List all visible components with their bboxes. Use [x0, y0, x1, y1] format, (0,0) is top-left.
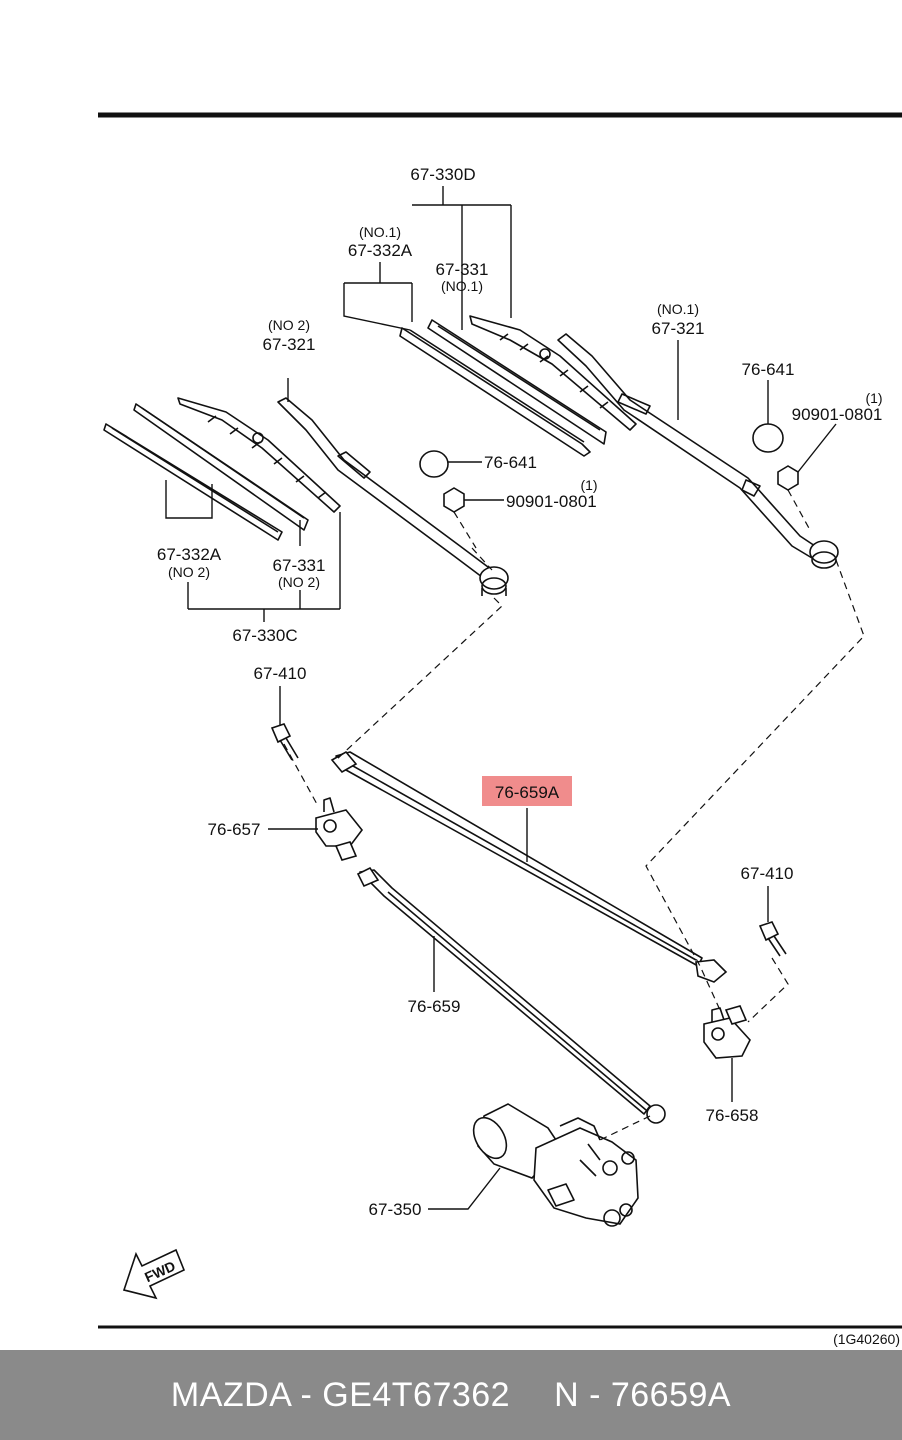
nut-90901-mid — [443, 487, 465, 513]
callout-no1-c: (NO.1) — [657, 301, 699, 317]
callout-67-410-left: 67-410 — [254, 664, 307, 683]
callout-q1-right: (1) — [865, 390, 882, 406]
brand-part-number: MAZDA - GE4T67362 — [170, 1375, 511, 1414]
callout-76-641-right: 76-641 — [742, 360, 795, 379]
callout-90901-mid: 90901-0801 — [506, 492, 597, 511]
callout-no1-a: (NO.1) — [359, 224, 401, 240]
reference-part-number: N - 76659A — [554, 1375, 732, 1414]
callout-76-641-mid: 76-641 — [484, 453, 537, 472]
leader-lines — [165, 186, 837, 1210]
bolt-67-410-left — [270, 723, 299, 761]
callout-67-321-left: 67-321 — [263, 335, 316, 354]
callout-no2-c: (NO 2) — [278, 574, 320, 590]
part-number-footer: MAZDA - GE4T67362 N - 76659A — [0, 1350, 902, 1440]
callout-67-350: 67-350 — [369, 1200, 422, 1219]
callout-76-657: 76-657 — [208, 820, 261, 839]
callout-labels: 67-330D (NO.1) 67-332A 67-331 (NO.1) (NO… — [157, 165, 883, 1219]
blade-assembly-no2 — [103, 397, 341, 541]
callout-90901-right: 90901-0801 — [792, 405, 883, 424]
fwd-arrow-icon: FWD — [122, 1248, 186, 1300]
callout-no2-a: (NO 2) — [268, 317, 310, 333]
callout-no2-b: (NO 2) — [168, 564, 210, 580]
nut-90901-right — [777, 465, 799, 491]
pivot-76-657 — [315, 797, 364, 861]
callout-67-331-left: 67-331 — [273, 556, 326, 575]
callout-76-659: 76-659 — [408, 997, 461, 1016]
link-rod-76-659 — [356, 866, 666, 1124]
reference-code: (1G40260) — [833, 1331, 900, 1347]
callout-67-332A-top: 67-332A — [348, 241, 413, 260]
wiper-arm-no1 — [557, 333, 839, 569]
wiper-motor-67-350 — [472, 1103, 639, 1227]
pivot-76-658 — [703, 1005, 751, 1059]
link-rod-76-659A — [330, 750, 728, 983]
callout-67-330C: 67-330C — [232, 626, 297, 645]
callout-67-332A-left: 67-332A — [157, 545, 222, 564]
bolt-67-410-right — [758, 921, 787, 957]
callout-67-410-right: 67-410 — [741, 864, 794, 883]
callout-67-330D: 67-330D — [410, 165, 475, 184]
callout-67-331-top: 67-331 — [436, 260, 489, 279]
cap-76-641-right — [752, 423, 784, 453]
wiper-parts-diagram: 67-330D (NO.1) 67-332A 67-331 (NO.1) (NO… — [98, 112, 902, 1347]
callout-q1-mid: (1) — [580, 477, 597, 493]
callout-76-659A: 76-659A — [495, 783, 560, 802]
highlight-76-659A — [482, 776, 572, 806]
callout-76-658: 76-658 — [706, 1106, 759, 1125]
blade-assembly-no1 — [399, 315, 637, 457]
phantom-lines — [283, 489, 865, 1141]
callout-67-321-right: 67-321 — [652, 319, 705, 338]
cap-76-641-mid — [419, 450, 449, 478]
callout-no1-b: (NO.1) — [441, 278, 483, 294]
